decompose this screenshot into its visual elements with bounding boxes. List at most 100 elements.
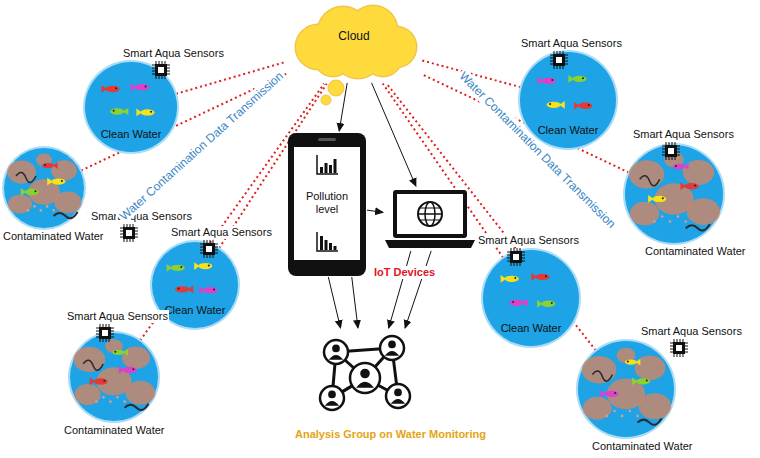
water-status-label: Contaminated Water (64, 424, 164, 437)
chart-axis (317, 155, 338, 174)
pollution-blob (7, 160, 36, 183)
fish-tail (680, 182, 686, 190)
chip-pin (213, 240, 214, 243)
chip-pin (554, 51, 555, 54)
chart-bar (320, 236, 323, 250)
chip-pin (204, 240, 205, 243)
chip-core (102, 330, 108, 336)
fish-tail (568, 75, 574, 83)
person-ring (380, 336, 404, 360)
fish-body (106, 86, 120, 92)
fish-tail (136, 109, 142, 117)
fish-body (51, 178, 65, 184)
sensor-heading: Smart Aqua Sensors (66, 310, 169, 323)
chip-pin (685, 343, 688, 344)
chip-body (99, 327, 111, 339)
fish-tail (636, 359, 641, 366)
globe (418, 202, 442, 226)
chip-body (203, 243, 215, 255)
fish-body (673, 164, 685, 169)
fish-tail (684, 163, 689, 170)
fish-tail (537, 300, 543, 308)
water-status-label: Clean Water (483, 322, 579, 335)
fish-eye (150, 111, 152, 113)
chip-pin (215, 247, 218, 248)
debris-dot (46, 205, 49, 208)
pollution-blob (125, 381, 155, 405)
sensor-chip (507, 248, 525, 266)
fish-tail (47, 178, 53, 186)
fish-body (536, 274, 550, 280)
chip-pin (210, 255, 211, 258)
fish-tail (501, 275, 507, 283)
person-ring (324, 340, 348, 364)
person-head (394, 389, 402, 397)
chip-pin (207, 255, 208, 258)
chip-pin (507, 261, 510, 262)
pollution-blob (630, 202, 659, 226)
chip-pin (204, 255, 205, 258)
chip-pin (672, 157, 673, 160)
fish-tail (199, 286, 205, 294)
chip-pin (127, 224, 128, 227)
debris-dot (636, 415, 639, 418)
person-head (360, 369, 370, 379)
laptop-frame (393, 190, 467, 238)
chip-pin (669, 142, 670, 145)
debris-dot (109, 400, 112, 403)
chip-pin (200, 244, 203, 245)
chip-pin (135, 234, 138, 235)
chip-pin (124, 239, 125, 242)
chip-pin (215, 253, 218, 254)
chip-pin (672, 142, 673, 145)
chip-pin (120, 231, 123, 232)
chip-pin (522, 252, 525, 253)
fish-eye (114, 351, 116, 353)
chip-pin (96, 337, 99, 338)
fish-body (175, 286, 189, 292)
chip-pin (106, 339, 107, 342)
chart-bar (325, 163, 328, 173)
sensor-heading: Smart Aqua Sensors (170, 226, 273, 239)
chip-pin (165, 76, 166, 79)
fish-tail (101, 85, 107, 93)
chip-pin (670, 346, 673, 347)
debris-dot (669, 220, 672, 223)
cloud-label: Cloud (288, 29, 420, 43)
chip-pin (152, 71, 155, 72)
fish-body (123, 367, 137, 373)
fish-eye (549, 103, 551, 105)
pollution-blob (629, 160, 664, 188)
fish-eye (551, 79, 553, 81)
cloud-bubble (321, 95, 331, 105)
water-illustration (4, 148, 84, 228)
sensor-water-circle: Smart Aqua SensorsContaminated Water (625, 145, 723, 243)
chip-pin (130, 239, 131, 242)
debris-dot (27, 209, 30, 212)
chip-pin (662, 146, 665, 147)
chip-pin (167, 65, 170, 66)
chip-pin (165, 61, 166, 64)
chip-pin (167, 68, 170, 69)
laptop-icon (385, 188, 475, 250)
chip-pin (520, 248, 521, 251)
chip-pin (135, 228, 138, 229)
chip-pin (120, 228, 123, 229)
person-body (356, 382, 374, 388)
chip-pin (674, 354, 675, 357)
fish-tail (90, 378, 96, 386)
fish-body (547, 102, 561, 108)
fish-tail (559, 101, 565, 109)
water-status-label: Clean Water (85, 128, 177, 141)
debris-dot (40, 209, 43, 212)
fish-body (636, 378, 650, 384)
bar-chart-icon (315, 231, 339, 253)
pollution-blob (122, 346, 150, 369)
pollution-blob (638, 393, 671, 419)
fish-body (135, 84, 149, 90)
fish-tail (600, 390, 606, 398)
sensor-water-circle: Smart Aqua SensorsContaminated Water (70, 333, 158, 421)
chip-pin (103, 339, 104, 342)
analysis-group: Analysis Group on Water Monitoring (318, 330, 413, 418)
